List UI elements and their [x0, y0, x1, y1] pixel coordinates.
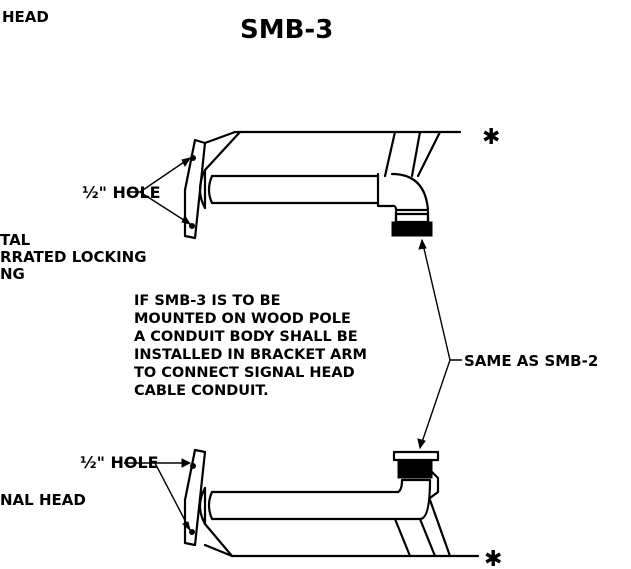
bottom-pipe-flange [198, 486, 207, 526]
bottom-pipe-end [207, 490, 214, 521]
signal-head-label: NAL HEAD [0, 491, 86, 509]
asterisk-bottom: ✱ [484, 547, 502, 569]
top-hole-arrow-lower [181, 214, 192, 225]
metal-label-line3: NG [0, 265, 25, 283]
top-strut-diagonal [203, 130, 242, 172]
bottom-pipe-body [210, 490, 422, 521]
top-strut-upper [203, 130, 462, 145]
bottom-fitting-lip [428, 468, 440, 500]
top-hole-label: ½" HOLE [82, 183, 161, 202]
bottom-plate-bolt-upper [190, 463, 196, 469]
bottom-bracket-assembly [183, 448, 480, 558]
bottom-hole-arrow-upper [181, 458, 192, 468]
top-pipe-flange [198, 168, 207, 210]
top-hole-arrow-upper [181, 157, 192, 168]
bottom-serrated-fitting [397, 459, 433, 479]
top-plate-bolt-lower [189, 223, 195, 229]
top-left-head-label: HEAD [2, 8, 49, 26]
asterisk-top: ✱ [482, 125, 500, 150]
bottom-hole-arrow-lower [182, 521, 191, 532]
note-line-3: A CONDUIT BODY SHALL BE [134, 329, 358, 345]
bottom-hole-label: ½" HOLE [80, 453, 159, 472]
bottom-hole-leader [124, 462, 191, 531]
same-as-label: SAME AS SMB-2 [464, 352, 598, 370]
bottom-strut-ribs [393, 498, 452, 558]
metal-label-line2: RRATED LOCKING [0, 248, 147, 266]
top-strut-ribs [383, 130, 442, 178]
top-bracket-assembly [183, 130, 462, 240]
top-elbow [390, 172, 430, 212]
note-line-4: INSTALLED IN BRACKET ARM [134, 347, 367, 363]
top-hole-leader [128, 157, 191, 225]
top-plate-bolt-upper [190, 155, 196, 161]
same-as-arrow-top [418, 238, 427, 250]
note-line-5: TO CONNECT SIGNAL HEAD [134, 365, 355, 381]
top-fitting-ring [394, 212, 430, 224]
top-elbow-collar [376, 172, 394, 208]
note-line-1: IF SMB-3 IS TO BE [134, 293, 281, 309]
metal-label-line1: TAL [0, 231, 31, 249]
bottom-plate-bolt-lower [189, 529, 195, 535]
top-serrated-fitting [391, 221, 433, 237]
top-pipe-body [210, 174, 380, 205]
note-line-6: CABLE CONDUIT. [134, 383, 269, 399]
note-line-2: MOUNTED ON WOOD POLE [134, 311, 351, 327]
same-as-leader [419, 239, 462, 449]
same-as-arrow-bottom [417, 438, 426, 450]
top-pipe-end [207, 174, 214, 205]
bottom-fitting-ring [392, 450, 440, 462]
bottom-strut-lower [203, 543, 480, 558]
diagram-title: SMB-3 [240, 15, 333, 45]
bottom-elbow [396, 478, 432, 521]
bottom-strut-diagonal [203, 522, 234, 558]
